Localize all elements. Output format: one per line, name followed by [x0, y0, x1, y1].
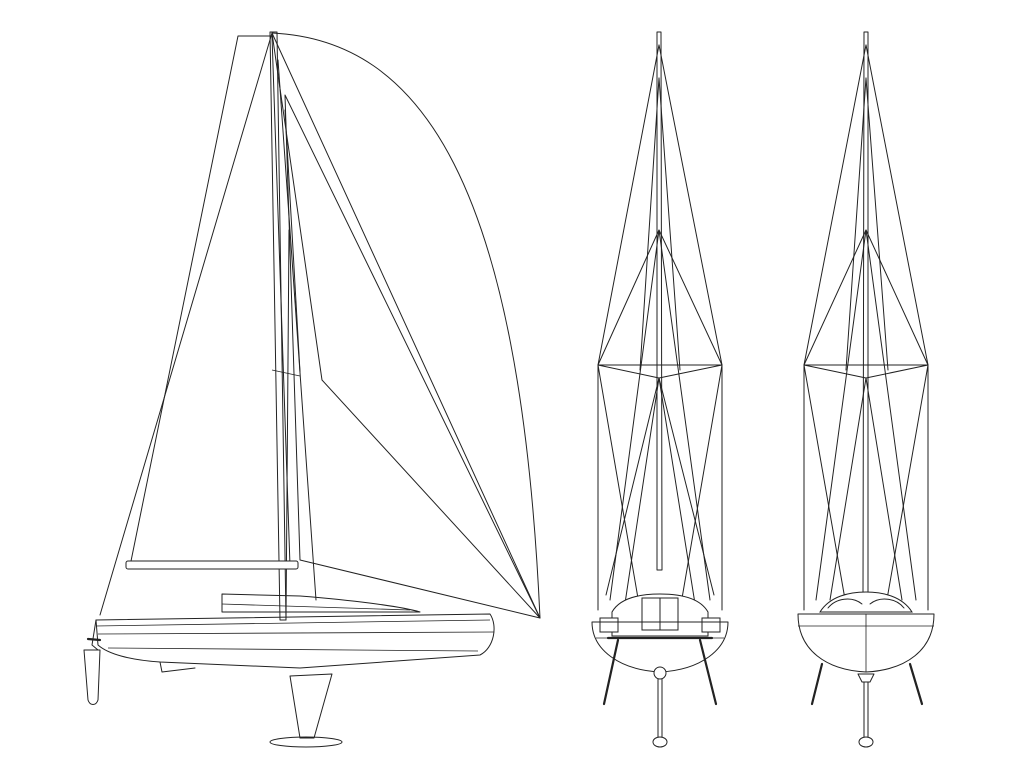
waterline	[107, 647, 479, 652]
side-profile-view	[83, 31, 541, 748]
spinnaker-sail	[271, 32, 541, 619]
rear-shroud-r3	[865, 377, 903, 601]
main-batten-line	[271, 369, 301, 377]
transom	[91, 619, 99, 651]
front-winch-right	[701, 617, 721, 633]
rear-shroud-r1	[865, 77, 889, 371]
rear-cockpit	[819, 591, 913, 613]
front-diamond-lower	[597, 364, 723, 379]
jib-leech	[284, 109, 301, 373]
keel-fin	[289, 673, 333, 739]
rear-shroud-l3	[829, 377, 867, 601]
mast	[269, 31, 287, 621]
front-shroud-r1	[658, 77, 681, 371]
jib-sail	[284, 94, 541, 619]
front-rigging-left	[597, 44, 660, 611]
front-keel-hub	[653, 666, 667, 680]
rear-keel-bulb	[858, 736, 874, 748]
backstay	[277, 59, 317, 601]
front-shroud-r4	[658, 377, 715, 596]
rear-keel-top	[857, 673, 875, 683]
rear-shroud-r2	[865, 229, 917, 601]
front-view	[591, 31, 729, 748]
rear-view	[797, 31, 935, 748]
front-shroud-l3	[623, 377, 660, 611]
rear-rigging-right	[865, 44, 929, 611]
rear-diamond-upper	[803, 229, 929, 366]
front-shroud-l2	[609, 229, 660, 601]
front-shroud-l4	[605, 377, 660, 596]
front-keel-bulb	[652, 736, 668, 748]
mainsail	[129, 35, 291, 567]
front-winch-left	[599, 617, 619, 633]
cabin-top	[221, 593, 421, 613]
front-sheet-l	[597, 364, 641, 611]
rudder	[83, 649, 101, 705]
forestay	[99, 32, 273, 616]
front-shroud-r2	[658, 229, 711, 601]
cabin-line	[221, 603, 411, 611]
front-shroud-r3	[658, 377, 697, 611]
deck-line	[97, 631, 495, 635]
keel-bulb	[269, 736, 343, 748]
front-shroud-l1	[639, 77, 660, 371]
rear-leg-right	[908, 662, 924, 706]
rear-leg-left	[810, 662, 824, 706]
diamond-stay	[285, 229, 290, 621]
boom	[125, 560, 299, 570]
front-rigging-right	[658, 44, 723, 611]
rear-shroud-l2	[815, 229, 867, 601]
front-sheet-r	[679, 364, 723, 611]
rear-sheet-r	[885, 364, 929, 606]
spinnaker-foot	[271, 32, 541, 619]
hull	[95, 613, 495, 669]
rear-sheet-l	[803, 364, 847, 606]
stern-fitting	[86, 637, 102, 642]
rear-shroud-l1	[845, 77, 867, 371]
sheer-line	[95, 619, 491, 627]
rear-diamond-lower	[803, 364, 929, 379]
rear-rigging-left	[803, 44, 867, 611]
front-leg-left	[602, 638, 620, 706]
front-leg-right	[698, 638, 718, 706]
front-diamond-upper	[597, 229, 723, 366]
rear-seat-left	[827, 598, 863, 609]
rear-seat-right	[869, 598, 905, 609]
skeg	[159, 661, 196, 673]
